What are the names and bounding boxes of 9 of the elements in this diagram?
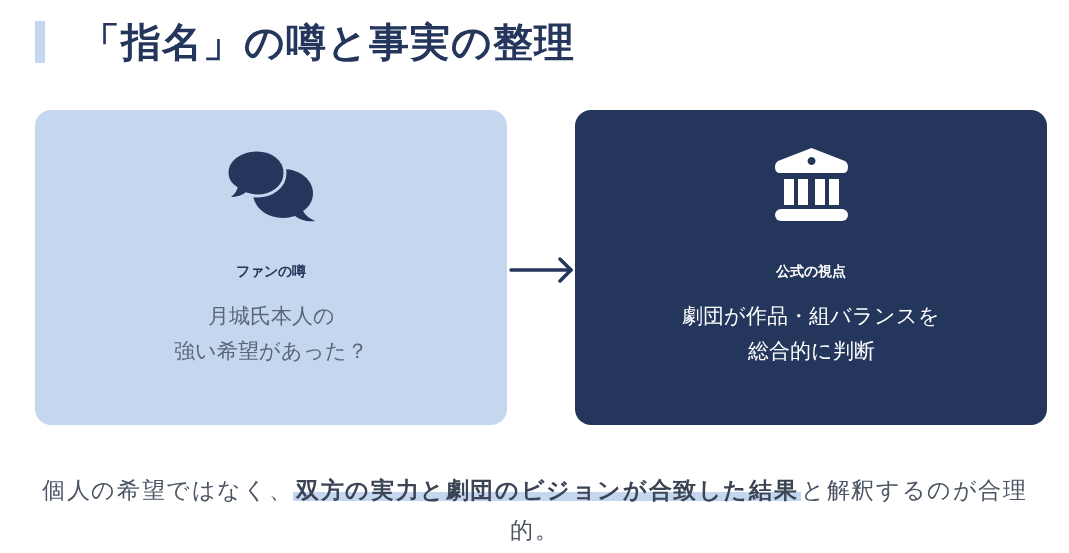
- card-heading: ファンの噂: [235, 262, 307, 281]
- caption-text: 個人の希望ではなく、双方の実力と劇団のビジョンが合致した結果と解釈するのが合理的。: [41, 476, 1029, 545]
- diagram-title: 「指名」の噂と事実の整理: [80, 18, 575, 67]
- info-card: [35, 110, 507, 425]
- card-text: 劇団が作品・組バランスを総合的に判断: [681, 303, 941, 365]
- card-heading: 公式の視点: [775, 262, 847, 281]
- info-card: [575, 110, 1047, 425]
- arrow: [509, 257, 573, 283]
- card-text: 月城氏本人の強い希望があった？: [173, 303, 369, 365]
